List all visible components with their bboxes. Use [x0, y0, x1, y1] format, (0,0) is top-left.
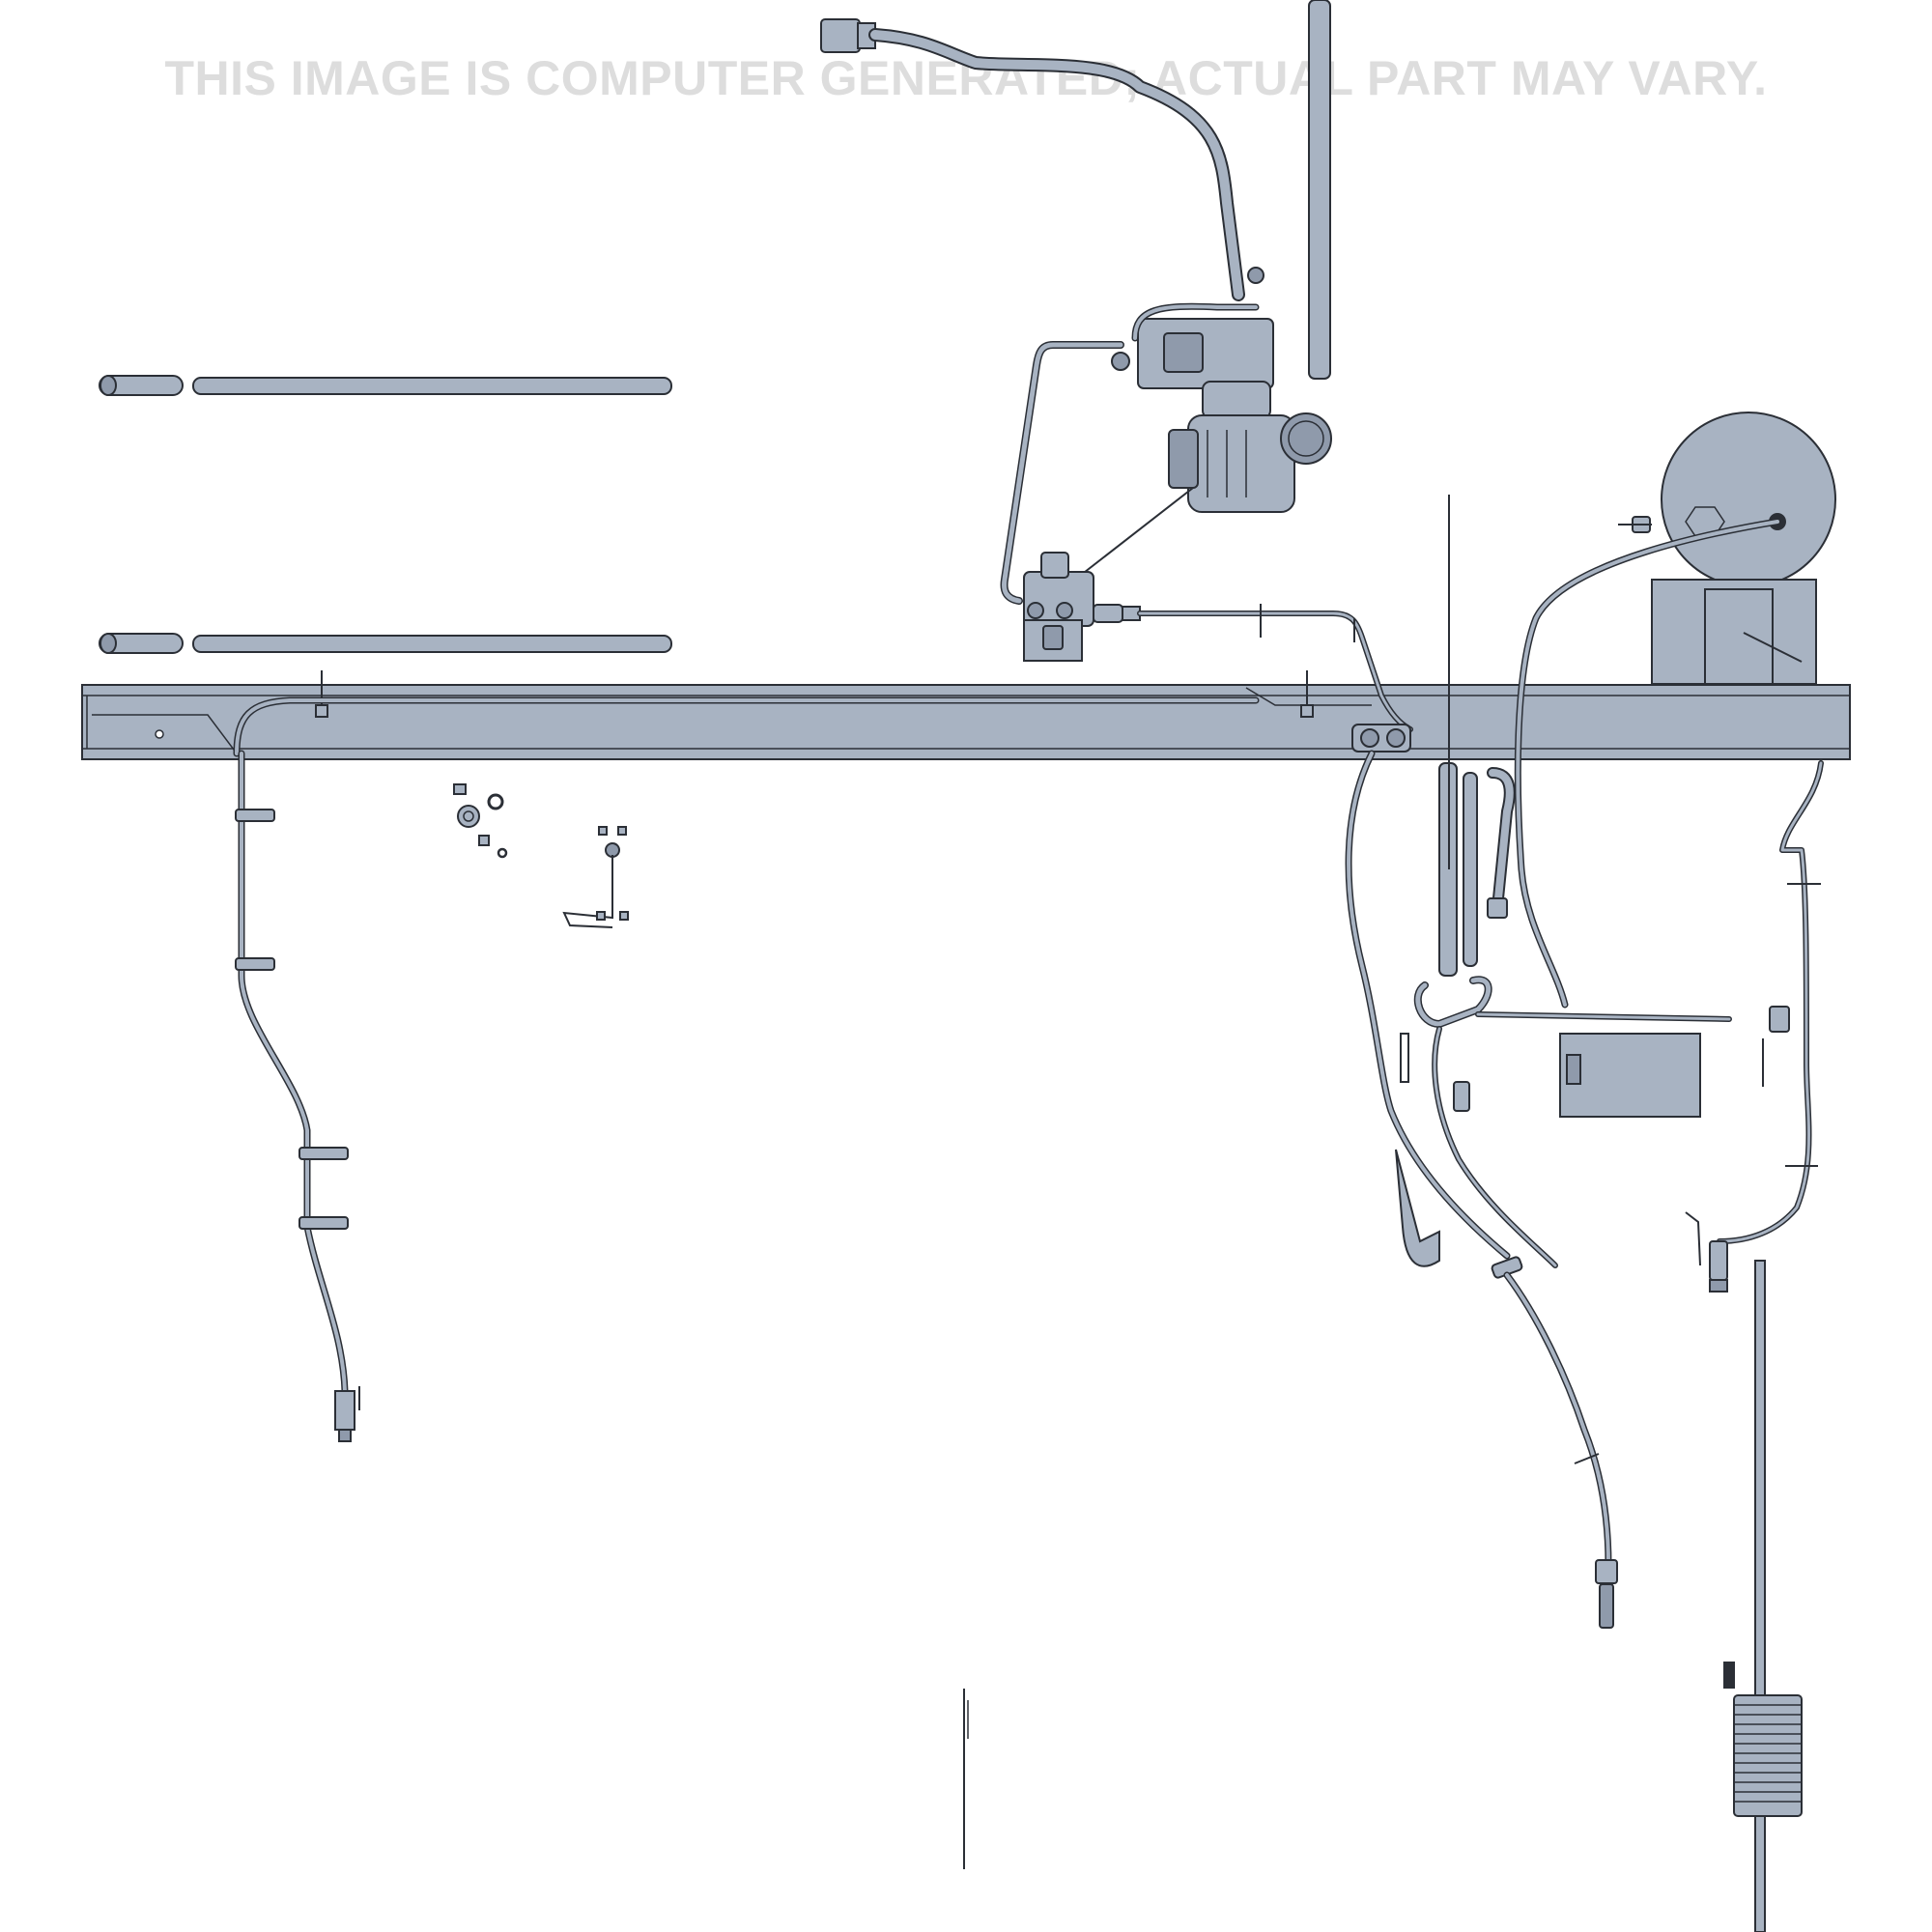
frame-rail [81, 670, 1851, 760]
small-fitting-1 [453, 783, 467, 795]
hose-fitting-tip [338, 1429, 352, 1442]
rail-clip-left [315, 704, 328, 718]
middle-left-tube-end [99, 633, 117, 654]
top-hose-fitting [820, 18, 861, 53]
right-hose-valve [1709, 1240, 1728, 1281]
coil-rod [1754, 1260, 1766, 1932]
vertical-tube-top [1308, 0, 1331, 380]
o-ring [487, 793, 504, 810]
upper-left-tube-assembly [99, 375, 672, 396]
coil-rod-assembly [1723, 1260, 1803, 1932]
air-tank [1514, 412, 1836, 1009]
washer [497, 847, 508, 859]
middle-left-tube-assembly [99, 633, 672, 654]
center-valve-cluster [1345, 495, 1790, 1629]
hose-clamp-1 [235, 809, 275, 822]
hose-clamp-3 [298, 1147, 349, 1160]
governor-cap [1040, 552, 1069, 579]
coil-body [1733, 1694, 1803, 1817]
thin-rod [963, 1689, 969, 1869]
z-bracket [562, 855, 613, 928]
loose-hardware [453, 783, 629, 928]
middle-left-tube-long [192, 635, 672, 653]
upper-left-tube-end [99, 375, 117, 396]
coil-connector [1723, 1662, 1735, 1689]
right-hose-assembly [1685, 760, 1824, 1293]
hose-clamp-4 [298, 1216, 349, 1230]
rail-clip-right [1300, 704, 1314, 718]
nut-fitting [457, 805, 480, 828]
hose-clamp-2 [235, 957, 275, 971]
governor-valve [1023, 552, 1413, 732]
left-hose-assembly [233, 696, 1260, 1442]
junction-box-body [1559, 1033, 1701, 1118]
compressor-assembly [820, 0, 1332, 605]
air-tank-body [1661, 412, 1836, 587]
small-fitting-2 [478, 835, 490, 846]
cluster-pipe-2 [1463, 772, 1478, 967]
compressor-neck [1202, 381, 1271, 419]
right-valve-fitting [1769, 1006, 1790, 1033]
upper-left-tube-long [192, 377, 672, 395]
bracket-nut [605, 842, 620, 858]
compressor-crankcase [1187, 414, 1295, 513]
hanging-bracket [1395, 1149, 1440, 1267]
compressor-head [1137, 318, 1274, 389]
junction-box [1559, 1033, 1764, 1118]
frame-hole [155, 729, 164, 739]
hose-fitting-end [334, 1390, 355, 1431]
lower-hose-fitting [1595, 1559, 1618, 1584]
